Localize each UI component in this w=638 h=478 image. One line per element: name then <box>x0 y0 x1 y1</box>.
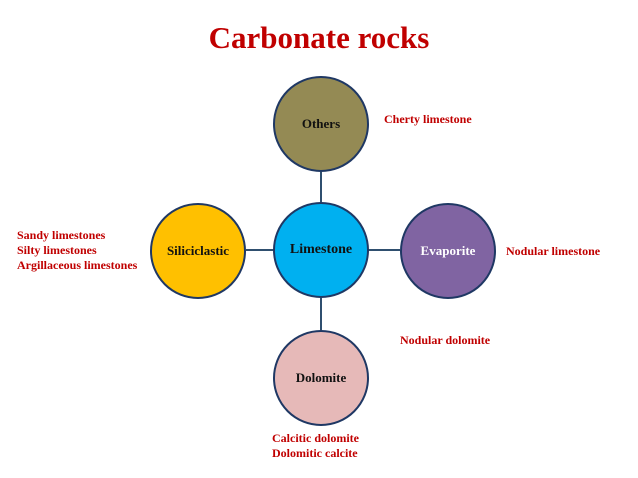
note-siliciclastic: Sandy limestones Silty limestones Argill… <box>17 228 137 273</box>
note-siliciclastic-line: Argillaceous limestones <box>17 258 138 272</box>
note-siliciclastic-line: Sandy limestones <box>17 228 106 242</box>
note-dolomite-lower-line: Calcitic dolomite <box>272 431 359 445</box>
node-others-label: Others <box>301 116 341 131</box>
node-evaporite-label: Evaporite <box>420 243 476 258</box>
note-dolomite-lower-line: Dolomitic calcite <box>272 446 358 460</box>
node-siliciclastic: Siliciclastic <box>150 203 246 299</box>
note-dolomite-upper-line: Nodular dolomite <box>400 333 491 347</box>
node-siliciclastic-label: Siliciclastic <box>166 243 230 258</box>
note-siliciclastic-line: Silty limestones <box>17 243 97 257</box>
node-dolomite-label: Dolomite <box>295 370 347 385</box>
node-dolomite: Dolomite <box>273 330 369 426</box>
diagram-title: Carbonate rocks <box>208 20 430 55</box>
note-dolomite-upper: Nodular dolomite <box>400 333 490 348</box>
node-limestone-label: Limestone <box>289 242 353 257</box>
connector-limestone-siliciclastic <box>246 249 274 251</box>
node-limestone: Limestone <box>273 202 369 298</box>
note-others: Cherty limestone <box>384 112 472 127</box>
note-dolomite-lower: Calcitic dolomite Dolomitic calcite <box>272 431 359 461</box>
note-evaporite: Nodular limestone <box>506 244 600 259</box>
note-others-line: Cherty limestone <box>384 112 472 126</box>
connector-limestone-evaporite <box>368 249 400 251</box>
node-others: Others <box>273 76 369 172</box>
connector-limestone-dolomite <box>320 298 322 330</box>
node-evaporite: Evaporite <box>400 203 496 299</box>
note-evaporite-line: Nodular limestone <box>506 244 601 258</box>
connector-limestone-others <box>320 172 322 202</box>
